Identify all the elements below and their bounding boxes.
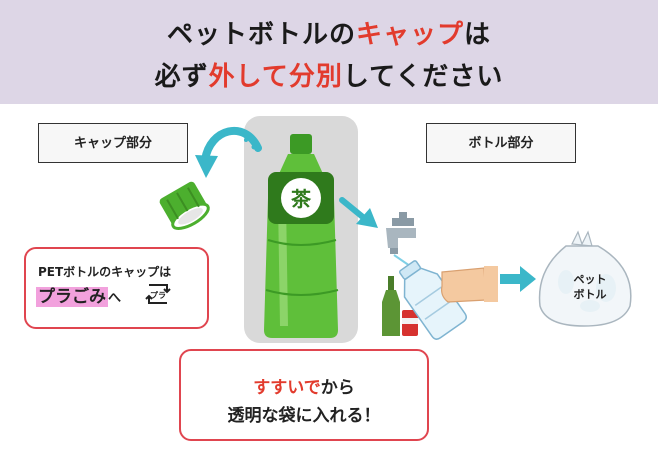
tea-label-kanji: 茶	[291, 187, 312, 211]
rinse-note-line2: 透明な袋に入れる！	[227, 406, 381, 426]
title-text: ペットボトルの	[166, 20, 356, 50]
bag-label-line1: ペット	[573, 273, 607, 286]
rinse-note: すすいでから 透明な袋に入れる！	[179, 349, 429, 441]
plastic-cap-note: PETボトルのキャップは プラごみへ プラ	[24, 247, 209, 329]
hand-icon	[441, 266, 498, 303]
pla-mark-text: プラ	[150, 290, 166, 300]
title-banner: ペットボトルのキャップは 必ず外して分別してください	[0, 0, 658, 104]
bottle-part-label: ボトル部分	[426, 123, 576, 163]
plastic-note-line2: プラごみへ	[36, 282, 121, 307]
title-line-2: 必ず外して分別してください	[0, 56, 658, 93]
rinse-note-line1: すすいでから	[181, 373, 427, 398]
bottle-cap-icon	[159, 181, 210, 230]
plastic-note-line1: PETボトルのキャップは	[38, 265, 172, 279]
plastic-garbage-highlight: プラごみ	[36, 287, 108, 307]
down-right-arrow-icon	[339, 197, 378, 228]
right-arrow-icon	[500, 266, 536, 292]
can-icon	[402, 310, 418, 336]
title-line-1: ペットボトルのキャップは	[0, 14, 658, 51]
title-highlight: 外して分別	[208, 62, 343, 92]
rinse-highlight: すすいで	[253, 378, 321, 398]
plastic-note-suffix: へ	[108, 291, 122, 306]
faucet-icon	[386, 212, 416, 267]
rinse-note-line1-after: から	[320, 378, 355, 398]
tea-bottle-icon	[264, 134, 339, 338]
title-text: してください	[342, 62, 504, 92]
glass-bottle-icon	[382, 276, 400, 336]
bag-label-line2: ボトル	[573, 288, 607, 301]
title-text: 必ず	[154, 62, 209, 92]
rinsed-bottle-icon	[398, 260, 467, 340]
trash-bag-icon	[538, 230, 632, 327]
curved-arrow-icon	[195, 126, 262, 178]
title-text: は	[464, 20, 492, 50]
pla-recycle-mark-icon: プラ	[145, 284, 171, 304]
cap-part-label: キャップ部分	[38, 123, 188, 163]
title-highlight: キャップ	[355, 20, 464, 50]
bag-label: ペット ボトル	[560, 272, 620, 302]
